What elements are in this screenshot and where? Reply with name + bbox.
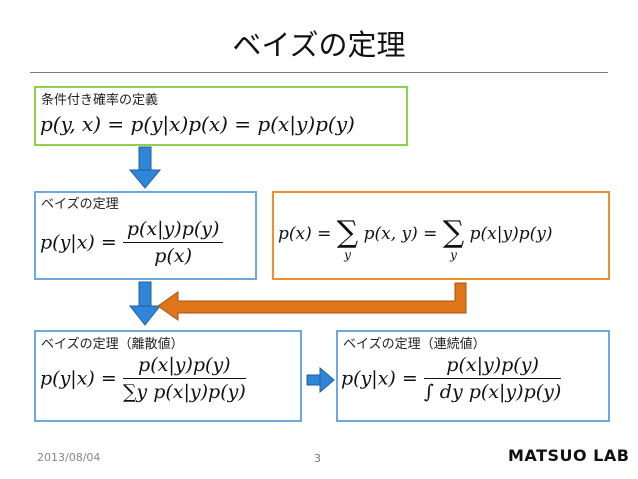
matsuo-lab-logo: MATSUO LAB	[508, 446, 630, 465]
continuous-fraction: p(x|y)p(y) ∫ dy p(x|y)p(y)	[423, 354, 562, 403]
bayes-lhs: p(y|x) =	[40, 231, 117, 254]
sum-subscript: y	[450, 248, 457, 262]
bayes-theorem-box	[34, 191, 257, 280]
bayes-continuous-formula: p(y|x) = p(x|y)p(y) ∫ dy p(x|y)p(y)	[341, 354, 562, 403]
bayes-theorem-label: ベイズの定理	[41, 197, 119, 212]
sum-subscript: y	[344, 248, 351, 262]
conditional-probability-box	[34, 86, 408, 146]
footer-date: 2013/08/04	[37, 451, 101, 464]
discrete-denominator: ∑y p(x|y)p(y)	[122, 381, 246, 403]
sum-symbol: ∑ y	[336, 215, 359, 263]
bayes-fraction: p(x|y)p(y) p(x)	[122, 218, 224, 267]
bayes-continuous-label: ベイズの定理（連続値）	[343, 337, 486, 352]
marginal-part3: p(x|y)p(y)	[469, 224, 553, 244]
marginalization-box	[272, 191, 610, 280]
conditional-probability-label: 条件付き確率の定義	[41, 93, 159, 108]
discrete-lhs: p(y|x) =	[40, 367, 117, 390]
right-arrow-icon	[306, 366, 335, 394]
bayes-discrete-label: ベイズの定理（離散値）	[41, 337, 184, 352]
marginal-part2: p(x, y) =	[363, 224, 438, 244]
sum-symbol: ∑ y	[442, 215, 465, 263]
down-arrow-icon	[128, 281, 162, 326]
bayes-theorem-formula: p(y|x) = p(x|y)p(y) p(x)	[40, 218, 224, 267]
discrete-numerator: p(x|y)p(y)	[122, 354, 246, 379]
conditional-probability-formula: p(y, x) = p(y|x)p(x) = p(x|y)p(y)	[40, 112, 355, 136]
marginalization-formula: p(x) = ∑ y p(x, y) = ∑ y p(x|y)p(y)	[278, 212, 553, 263]
bayes-discrete-formula: p(y|x) = p(x|y)p(y) ∑y p(x|y)p(y)	[40, 354, 246, 403]
bayes-discrete-box	[34, 330, 302, 422]
down-arrow-icon	[128, 146, 162, 189]
continuous-numerator: p(x|y)p(y)	[423, 354, 562, 379]
discrete-fraction: p(x|y)p(y) ∑y p(x|y)p(y)	[122, 354, 246, 403]
bayes-denominator: p(x)	[154, 245, 192, 267]
title-divider	[30, 72, 608, 73]
continuous-lhs: p(y|x) =	[341, 367, 418, 390]
merge-arrow-icon	[157, 282, 467, 321]
marginal-part1: p(x) =	[278, 224, 332, 244]
slide-title: ベイズの定理	[232, 28, 406, 62]
bayes-continuous-box	[336, 330, 610, 422]
continuous-denominator: ∫ dy p(x|y)p(y)	[423, 381, 562, 403]
bayes-numerator: p(x|y)p(y)	[122, 218, 224, 243]
page-number: 3	[314, 452, 321, 465]
